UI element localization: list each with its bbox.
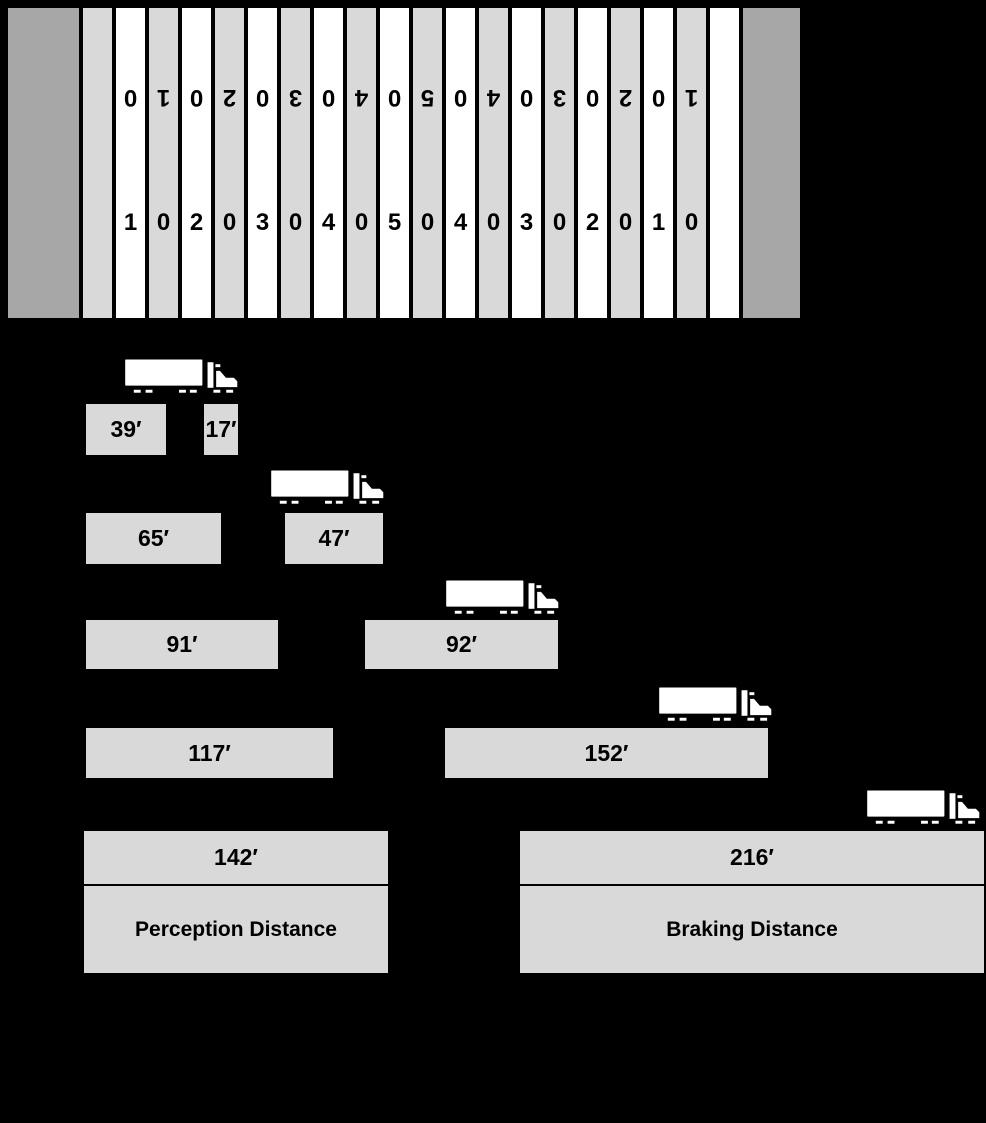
bar-value: 47′ [318, 525, 350, 551]
scale-number-bottom: 1 [123, 209, 138, 236]
scale-number-bottom [83, 208, 112, 238]
scale-number-top [710, 82, 739, 112]
scale-number-bottom: 2 [189, 209, 204, 236]
scale-number-top: 1 [684, 84, 699, 111]
scale-stripe [710, 8, 739, 318]
braking-distance-bar-1: 17′ [202, 402, 240, 457]
perception-distance-bar-1: 39′ [84, 402, 168, 457]
scale-number-bottom: 4 [321, 209, 336, 236]
scale-number-top [83, 82, 112, 112]
scale-number-bottom: 3 [519, 209, 534, 236]
scale-number-top: 0 [255, 84, 270, 111]
scale-number-bottom [710, 208, 739, 238]
truck-icon [656, 685, 773, 721]
scale-end-block-left [8, 8, 79, 318]
truck-icon [268, 468, 385, 504]
bar-value: 91′ [166, 631, 198, 657]
truck-icon [864, 788, 981, 824]
scale-number-bottom: 0 [684, 209, 699, 236]
scale-number-top: 0 [651, 84, 666, 111]
braking-distance-label: Braking Distance [666, 917, 838, 941]
truck-icon [122, 357, 239, 393]
scale-number-top: 0 [387, 84, 402, 111]
truck-icon [443, 578, 560, 614]
scale-number-bottom: 0 [486, 209, 501, 236]
scale-number-bottom: 5 [387, 209, 402, 236]
scale-number-top: 5 [420, 84, 435, 111]
scale-number-top: 3 [552, 84, 567, 111]
perception-distance-bar-3: 91′ [84, 618, 280, 671]
scale-number-bottom: 0 [552, 209, 567, 236]
scale-number-top: 0 [519, 84, 534, 111]
bar-value: 216′ [520, 831, 984, 886]
scale-number-top: 1 [156, 84, 171, 111]
scale-number-bottom: 0 [420, 209, 435, 236]
scale-number-bottom: 1 [651, 209, 666, 236]
scale-number-bottom: 0 [618, 209, 633, 236]
scale-end-block-right [743, 8, 800, 318]
perception-distance-label: Perception Distance [135, 917, 337, 941]
bar-value: 65′ [137, 525, 170, 551]
scale-number-top: 4 [486, 84, 501, 111]
bar-value: 17′ [205, 416, 237, 442]
braking-distance-bar-3: 92′ [363, 618, 560, 671]
scale-number-top: 3 [288, 84, 303, 111]
bar-value: 39′ [110, 416, 142, 442]
bar-value: 117′ [188, 739, 231, 766]
scale-stripe [83, 8, 112, 318]
braking-distance-bar-4: 152′ [443, 726, 770, 780]
scale-number-top: 4 [354, 84, 369, 111]
perception-distance-bar-4: 117′ [84, 726, 335, 780]
bar-value: 152′ [584, 739, 629, 766]
scale-number-top: 2 [222, 84, 237, 111]
scale-number-bottom: 2 [585, 209, 600, 236]
scale-number-top: 0 [585, 84, 600, 111]
scale-number-bottom: 3 [255, 209, 270, 236]
perception-distance-bar-2: 65′ [84, 511, 223, 566]
scale-number-top: 2 [618, 84, 633, 111]
bar-value: 142′ [84, 831, 388, 886]
bar-value: 92′ [445, 631, 478, 657]
scale-number-bottom: 0 [156, 209, 171, 236]
scale-number-top: 0 [123, 84, 138, 111]
scale-number-bottom: 0 [222, 209, 237, 236]
braking-distance-bar-2: 47′ [283, 511, 385, 566]
scale-number-top: 0 [321, 84, 336, 111]
braking-distance-bar-5: 216′ Braking Distance [518, 829, 986, 975]
scale-number-bottom: 0 [354, 209, 369, 236]
perception-distance-bar-5: 142′ Perception Distance [82, 829, 390, 975]
scale-number-bottom: 0 [288, 209, 303, 236]
scale-number-bottom: 4 [453, 209, 468, 236]
scale-number-top: 0 [189, 84, 204, 111]
scale-number-top: 0 [453, 84, 468, 111]
